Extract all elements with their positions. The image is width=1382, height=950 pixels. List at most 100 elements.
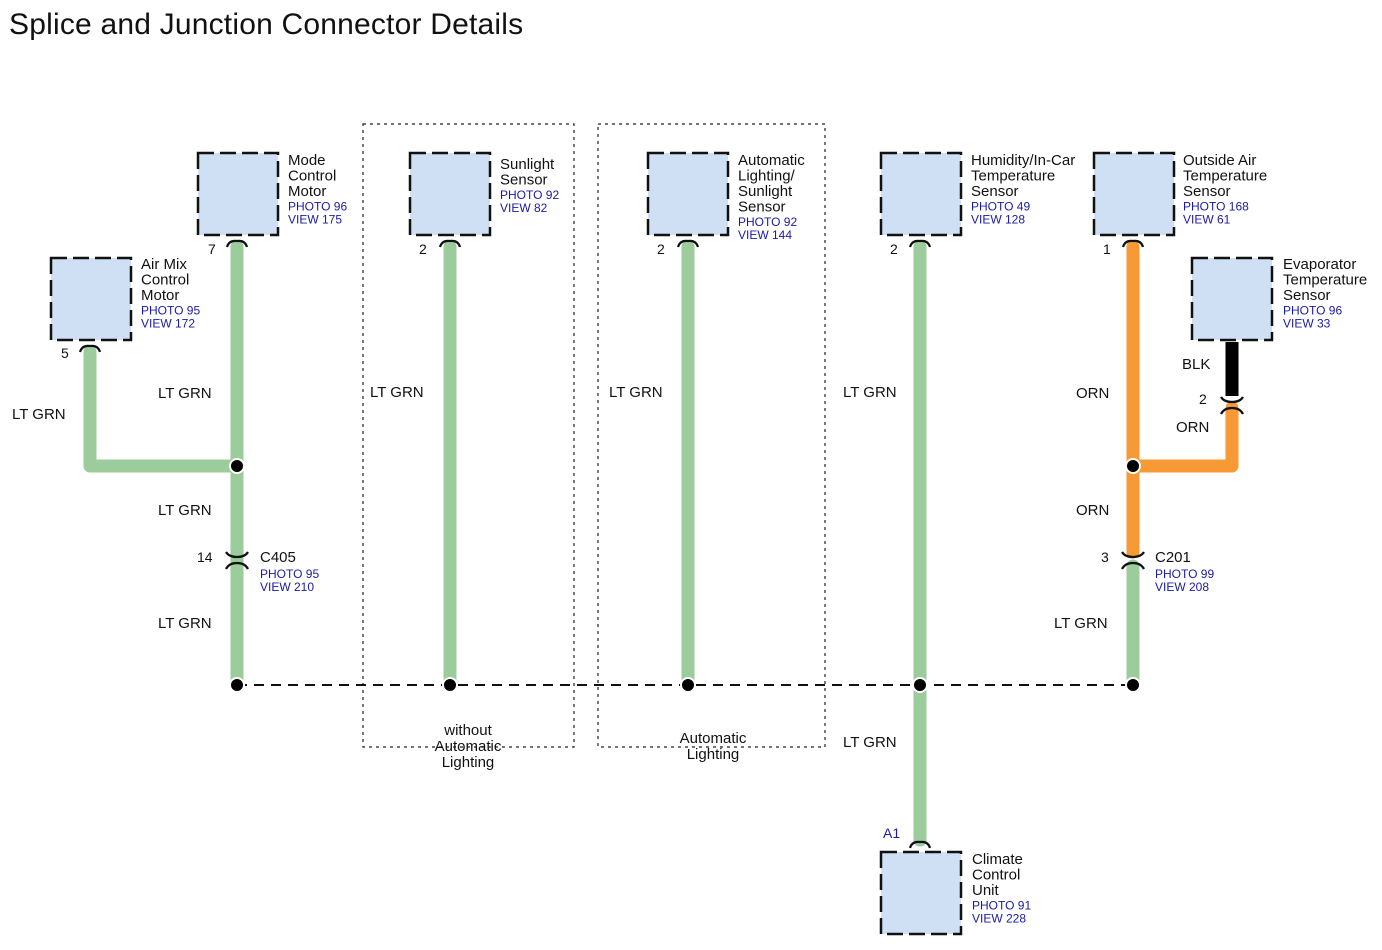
wire-color-label: LT GRN — [12, 406, 66, 423]
option-caption: Lighting — [442, 754, 495, 771]
component-name-line: Mode — [288, 152, 326, 169]
wire-color-label: LT GRN — [158, 502, 212, 519]
component-name-line: Temperature — [1183, 168, 1267, 185]
pin-cap-icon — [1121, 239, 1145, 248]
component-view-ref: VIEW 33 — [1283, 317, 1331, 331]
pin-cap-icon — [676, 239, 700, 248]
wire-color-label: LT GRN — [158, 385, 212, 402]
wire-color-label: LT GRN — [1054, 615, 1108, 632]
splice-dot — [442, 677, 458, 693]
pin-number: A1 — [883, 825, 900, 841]
component-view-ref: VIEW 172 — [141, 317, 195, 331]
option-box-without-auto-lighting — [362, 123, 575, 748]
connector-photo-ref: PHOTO 99 — [1155, 567, 1214, 581]
connector-view-ref: VIEW 208 — [1155, 580, 1209, 594]
splice-points — [229, 458, 1141, 693]
wire-color-label: BLK — [1182, 356, 1210, 373]
component-name-line: Automatic — [738, 152, 805, 169]
splice-dot — [680, 677, 696, 693]
component-box-sunlight-sensor — [408, 151, 492, 237]
component-name-line: Unit — [972, 882, 1000, 899]
component-name-line: Sensor — [971, 183, 1019, 200]
pin-number: 7 — [208, 241, 216, 257]
component-name-line: Sensor — [738, 199, 786, 216]
component-box-outside-air-sensor — [1092, 151, 1176, 237]
component-name-line: Climate — [972, 851, 1023, 868]
component-name-line: Control — [972, 867, 1020, 884]
component-photo-ref: PHOTO 91 — [972, 899, 1031, 913]
component-name-line: Temperature — [971, 168, 1055, 185]
pin-cap-icon — [225, 239, 249, 248]
component-photo-ref: PHOTO 168 — [1183, 200, 1249, 214]
component-box-air-mix-motor — [49, 256, 133, 342]
connector-pin-number: 14 — [197, 549, 213, 565]
connector-photo-ref: PHOTO 95 — [260, 567, 319, 581]
connector-name: C405 — [260, 549, 296, 566]
component-view-ref: VIEW 144 — [738, 228, 792, 242]
pin-number: 1 — [1103, 241, 1111, 257]
component-photo-ref: PHOTO 96 — [288, 200, 347, 214]
wire-color-label: LT GRN — [609, 384, 663, 401]
component-box-auto-lighting-sensor — [646, 151, 730, 237]
wire-evaporator-orn — [1126, 401, 1239, 473]
wire-air-mix-lt-grn — [83, 345, 244, 473]
splice-dot — [229, 677, 245, 693]
connector-name: C201 — [1155, 549, 1191, 566]
component-name-line: Temperature — [1283, 272, 1367, 289]
component-box-mode-control-motor — [196, 151, 280, 237]
component-name-line: Evaporator — [1283, 256, 1356, 273]
connector-pin-number: 3 — [1101, 549, 1109, 565]
component-photo-ref: PHOTO 49 — [971, 200, 1030, 214]
component-view-ref: VIEW 61 — [1183, 213, 1231, 227]
component-box-humidity-sensor — [879, 151, 963, 237]
component-view-ref: VIEW 82 — [500, 201, 548, 215]
component-name-line: Sunlight — [738, 183, 793, 200]
component-name-line: Lighting/ — [738, 168, 796, 185]
component-photo-ref: PHOTO 96 — [1283, 304, 1342, 318]
pin-cap-icon — [438, 239, 462, 248]
component-name-line: Sensor — [1283, 287, 1331, 304]
wire-color-label: ORN — [1176, 419, 1209, 436]
component-box-evaporator-sensor — [1190, 256, 1274, 342]
wire-color-label: LT GRN — [843, 734, 897, 751]
pin-number: 2 — [1199, 391, 1207, 407]
splice-dot — [1125, 677, 1141, 693]
pin-number: 2 — [657, 241, 665, 257]
splice-dot — [1125, 458, 1141, 474]
component-name-line: Motor — [141, 287, 179, 304]
splice-dot — [229, 458, 245, 474]
option-box-auto-lighting — [597, 123, 826, 748]
wire-color-label: LT GRN — [370, 384, 424, 401]
component-view-ref: VIEW 175 — [288, 213, 342, 227]
pin-cap-icon — [908, 239, 932, 248]
pin-number: 2 — [890, 241, 898, 257]
component-name-line: Sunlight — [500, 156, 555, 173]
page-title: Splice and Junction Connector Details — [9, 8, 524, 41]
pin-cap-icon — [908, 840, 932, 849]
inline-connector-icon — [1121, 551, 1145, 570]
component-name-line: Control — [141, 272, 189, 289]
splice-dot — [912, 677, 928, 693]
pin-number: 5 — [61, 345, 69, 361]
component-name-line: Control — [288, 168, 336, 185]
component-photo-ref: PHOTO 92 — [500, 188, 559, 202]
component-name-line: Motor — [288, 183, 326, 200]
inline-connector-icon — [225, 551, 249, 570]
component-name-line: Humidity/In-Car — [971, 152, 1075, 169]
pin-cap-icon — [78, 344, 102, 353]
wire-color-label: LT GRN — [843, 384, 897, 401]
component-name-line: Air Mix — [141, 256, 187, 273]
connector-view-ref: VIEW 210 — [260, 580, 314, 594]
pin-number: 2 — [419, 241, 427, 257]
component-name-line: Sensor — [1183, 183, 1231, 200]
component-view-ref: VIEW 228 — [972, 912, 1026, 926]
option-caption: Automatic — [680, 730, 747, 747]
